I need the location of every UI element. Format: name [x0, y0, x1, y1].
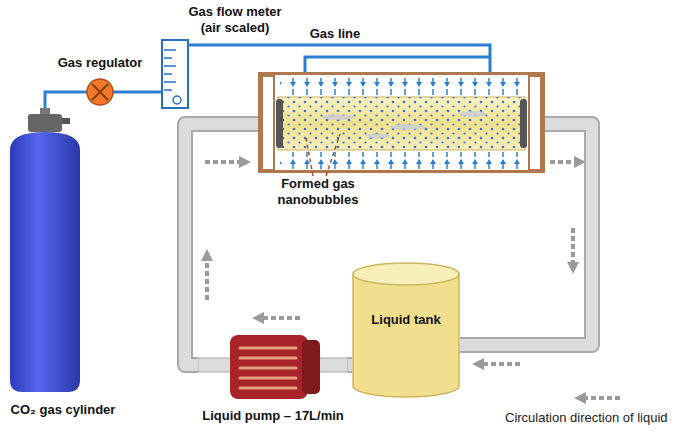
liquid-pipe [185, 124, 258, 365]
node-label: Formed gas nanobubbles [268, 176, 368, 208]
liquid-pipe [348, 365, 352, 366]
membrane-module: Formed gas nanobubbles [258, 72, 545, 212]
gas-cylinder: CO₂ gas cylinder [4, 108, 122, 424]
gas-branch-line [305, 57, 490, 72]
housing-flange [529, 76, 541, 170]
flow-direction-arrows [205, 162, 620, 398]
gas-pipe [113, 91, 148, 94]
tube-end-cap [276, 99, 283, 148]
nanobubble-dots [278, 97, 525, 150]
node-label: Gas regulator [52, 55, 148, 71]
gas-pipe [150, 91, 162, 94]
node-label: Gas flow meter (air scaled) [180, 4, 290, 36]
meter-float [173, 96, 181, 104]
flow-meter: Gas flow meter (air scaled) [150, 4, 290, 112]
valve-cross [92, 84, 108, 100]
bubble-streaks [322, 111, 487, 139]
liquid-tank: Liquid tank [352, 262, 460, 398]
note-label: Circulation direction of liquid [505, 410, 668, 426]
gas-line [148, 92, 150, 93]
pump-icon [198, 330, 348, 406]
edge-label: Gas line [308, 26, 363, 42]
module-housing [260, 74, 544, 172]
node-label: Liquid tank [352, 312, 460, 328]
liquid-tank-shape [352, 262, 460, 398]
gas-cylinder-icon [4, 108, 122, 398]
gas-pipe [188, 44, 290, 47]
meter-body [162, 40, 188, 108]
membrane-tube [278, 97, 525, 150]
liquid-pump: Liquid pump – 17L/min [198, 330, 348, 430]
gas-line [45, 92, 52, 108]
meter-scale [164, 50, 176, 90]
housing-flange [262, 76, 274, 170]
node-label: CO₂ gas cylinder [4, 402, 122, 418]
gas-pipe [52, 91, 87, 94]
gas-inflow-arrows [280, 152, 523, 169]
gas-regulator: Gas regulator [52, 55, 148, 111]
valve-cross [92, 84, 108, 100]
regulator-valve [87, 79, 113, 105]
gas-line [290, 45, 490, 72]
tube-end-cap [520, 99, 527, 148]
gas-inflow-arrows [280, 78, 523, 95]
leader-lines [306, 134, 340, 176]
node-label: Liquid pump – 17L/min [198, 408, 348, 424]
